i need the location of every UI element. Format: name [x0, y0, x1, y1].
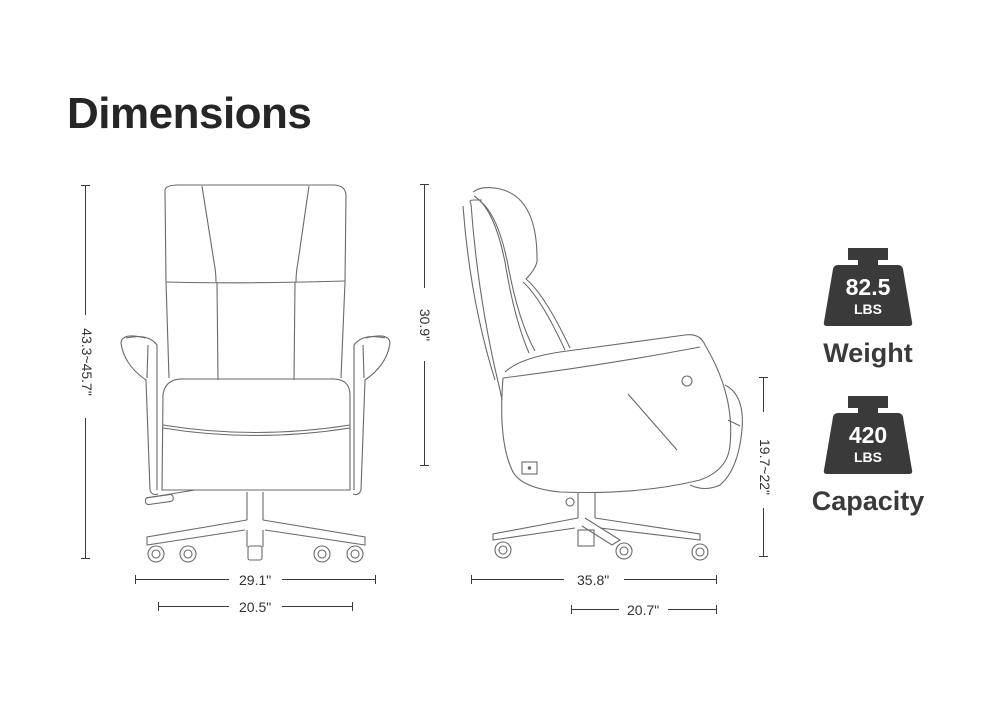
- spec-weight: 82.5 LBS Weight: [808, 248, 928, 367]
- weight-icon: 82.5 LBS: [822, 248, 914, 328]
- capacity-label: Capacity: [811, 486, 925, 516]
- overall-depth-label: 35.8": [577, 572, 610, 588]
- spec-capacity: 420 LBS Capacity: [808, 396, 928, 515]
- backrest-height-label: 30.9": [417, 308, 433, 342]
- front-width-label: 29.1": [239, 572, 272, 588]
- side-view-chair: [462, 186, 743, 561]
- seat-height-label: 19.7~22": [757, 439, 773, 495]
- page-title: Dimensions: [67, 89, 312, 138]
- capacity-unit: LBS: [854, 449, 882, 465]
- weight-label: Weight: [823, 338, 913, 368]
- capacity-value: 420: [848, 422, 888, 448]
- seat-depth-label: 20.7": [627, 602, 660, 618]
- front-view-chair: [120, 184, 391, 563]
- weight-value: 82.5: [845, 274, 891, 300]
- front-height-label: 43.3~45.7": [79, 328, 95, 396]
- weight-unit: LBS: [854, 301, 882, 317]
- weight-icon: 420 LBS: [822, 396, 914, 476]
- front-seat-width-label: 20.5": [239, 599, 272, 615]
